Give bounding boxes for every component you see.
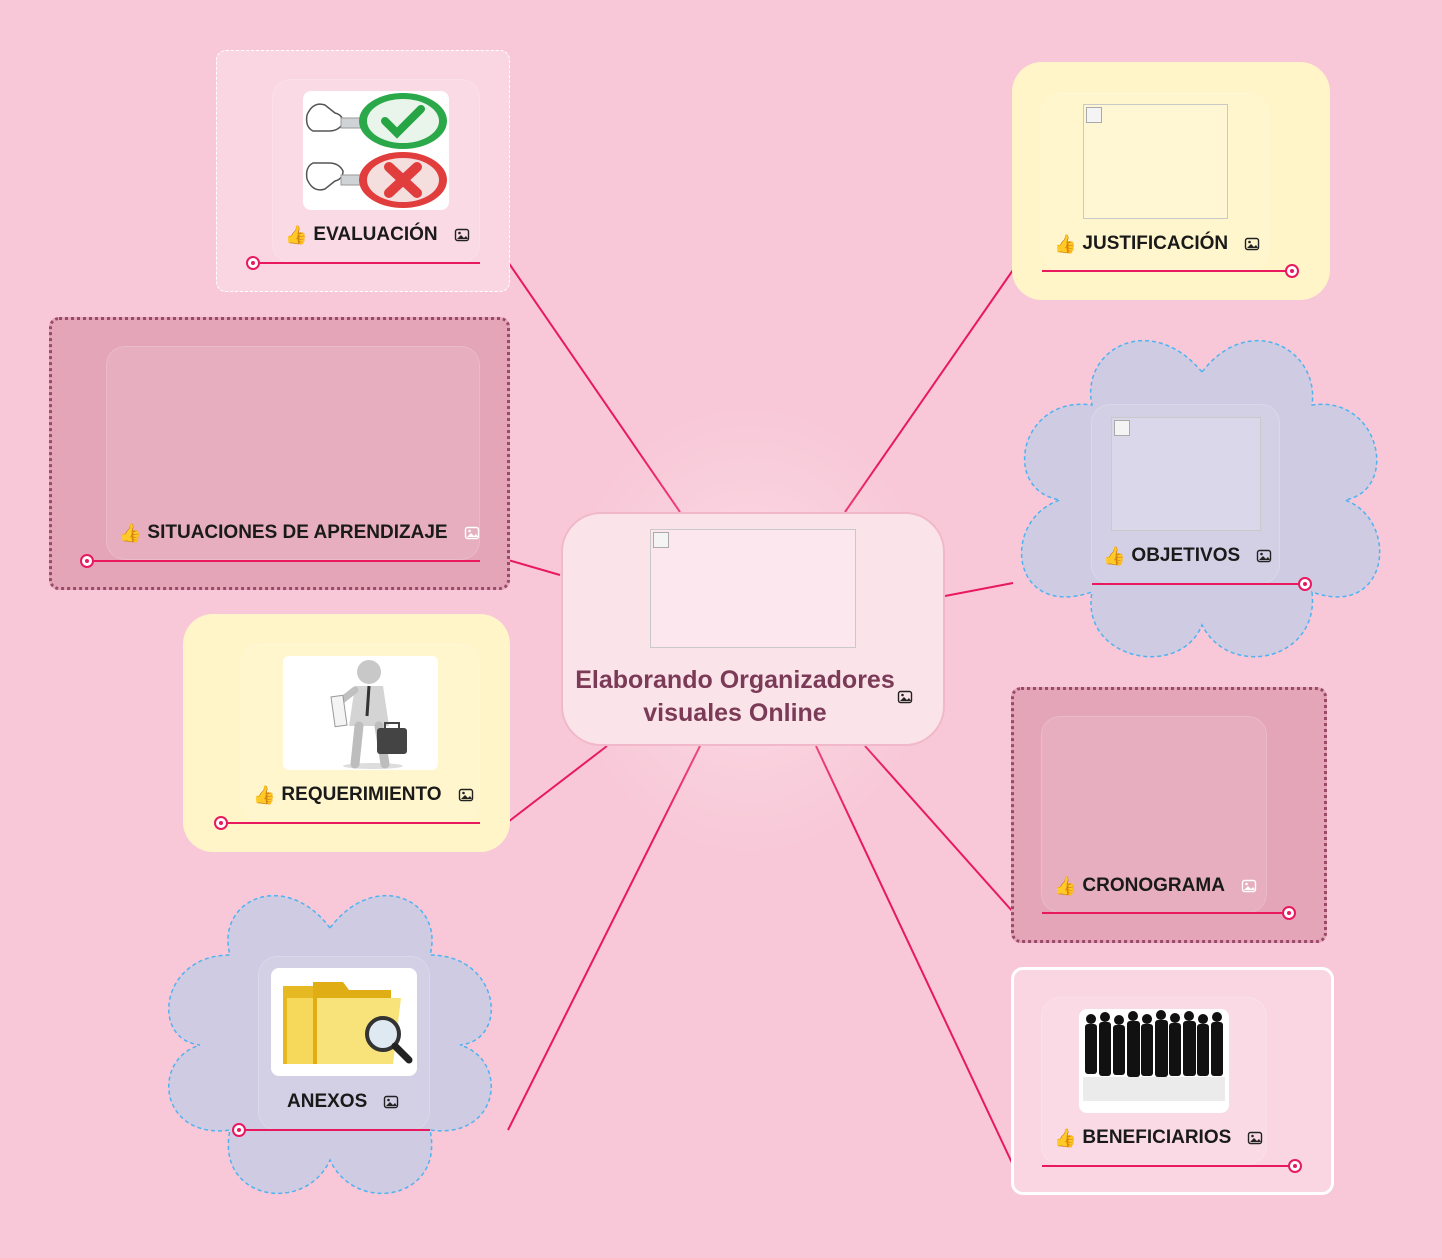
central-topic-title[interactable]: Elaborando Organizadores visuales Online <box>575 666 895 727</box>
connector-requerimiento <box>507 745 608 823</box>
justificacion-broken-image <box>1083 104 1228 219</box>
underline-anexos <box>239 1129 430 1131</box>
objetivos-broken-image <box>1111 417 1261 531</box>
label-justificacion[interactable]: 👍 JUSTIFICACIÓN <box>1054 233 1260 255</box>
collapse-handle-objetivos[interactable] <box>1298 577 1312 591</box>
frame-justificacion <box>1012 62 1330 300</box>
businessman-figure-image <box>283 656 438 770</box>
collapse-handle-requerimiento[interactable] <box>214 816 228 830</box>
underline-justificacion <box>1042 270 1292 272</box>
approve-reject-image <box>303 91 449 210</box>
collapse-handle-cronograma[interactable] <box>1282 906 1296 920</box>
label-cronograma[interactable]: 👍 CRONOGRAMA <box>1054 875 1257 897</box>
central-broken-image <box>650 529 856 648</box>
underline-evaluacion <box>253 262 480 264</box>
central-topic[interactable] <box>561 512 945 746</box>
connector-objetivos <box>944 582 1014 597</box>
situaciones-text: SITUACIONES DE APRENDIZAJE <box>147 522 448 543</box>
image-icon[interactable] <box>1244 236 1260 252</box>
image-icon[interactable] <box>383 1094 399 1110</box>
thumbs-up-icon: 👍 <box>253 785 276 805</box>
label-requerimiento[interactable]: 👍 REQUERIMIENTO <box>253 784 474 806</box>
collapse-handle-justificacion[interactable] <box>1285 264 1299 278</box>
cronograma-text: CRONOGRAMA <box>1082 875 1225 896</box>
label-situaciones[interactable]: 👍 SITUACIONES DE APRENDIZAJE <box>119 522 480 544</box>
connector-situaciones <box>507 559 561 576</box>
frame-situaciones <box>49 317 510 590</box>
image-icon[interactable] <box>458 787 474 803</box>
thumbs-up-icon: 👍 <box>119 523 142 543</box>
image-icon[interactable] <box>1247 1130 1263 1146</box>
label-evaluacion[interactable]: 👍 EVALUACIÓN <box>285 224 470 246</box>
anexos-text: ANEXOS <box>287 1091 368 1112</box>
collapse-handle-evaluacion[interactable] <box>246 256 260 270</box>
node-situaciones[interactable] <box>107 347 479 559</box>
beneficiarios-text: BENEFICIARIOS <box>1082 1127 1232 1148</box>
underline-objetivos <box>1092 583 1305 585</box>
underline-situaciones <box>87 560 480 562</box>
thumbs-up-icon: 👍 <box>1054 1128 1077 1148</box>
thumbs-up-icon: 👍 <box>1103 546 1126 566</box>
image-icon[interactable] <box>464 525 480 541</box>
justificacion-text: JUSTIFICACIÓN <box>1082 233 1229 254</box>
label-beneficiarios[interactable]: 👍 BENEFICIARIOS <box>1054 1127 1263 1149</box>
x-icon <box>384 162 422 198</box>
check-icon <box>381 105 425 139</box>
label-objetivos[interactable]: 👍 OBJETIVOS <box>1103 545 1272 567</box>
objetivos-text: OBJETIVOS <box>1131 545 1241 566</box>
underline-cronograma <box>1042 912 1289 914</box>
thumbs-up-icon: 👍 <box>1054 234 1077 254</box>
requerimiento-text: REQUERIMIENTO <box>281 784 442 805</box>
collapse-handle-situaciones[interactable] <box>80 554 94 568</box>
thumbs-up-icon: 👍 <box>1054 876 1077 896</box>
image-icon[interactable] <box>1256 548 1272 564</box>
collapse-handle-anexos[interactable] <box>232 1123 246 1137</box>
evaluacion-text: EVALUACIÓN <box>313 224 438 245</box>
crowd-silhouettes-image <box>1079 1009 1229 1113</box>
image-icon[interactable] <box>454 227 470 243</box>
node-justificacion[interactable] <box>1042 94 1268 269</box>
node-cronograma[interactable] <box>1042 717 1266 912</box>
folders-search-image <box>271 968 417 1076</box>
thumbs-down-hand-icon <box>305 162 344 191</box>
image-icon[interactable] <box>1241 878 1257 894</box>
underline-requerimiento <box>221 822 480 824</box>
frame-cronograma <box>1011 687 1327 943</box>
underline-beneficiarios <box>1042 1165 1295 1167</box>
collapse-handle-beneficiarios[interactable] <box>1288 1159 1302 1173</box>
label-anexos[interactable]: ANEXOS <box>287 1091 399 1113</box>
thumbs-up-icon: 👍 <box>285 225 308 245</box>
image-icon[interactable] <box>897 689 913 705</box>
